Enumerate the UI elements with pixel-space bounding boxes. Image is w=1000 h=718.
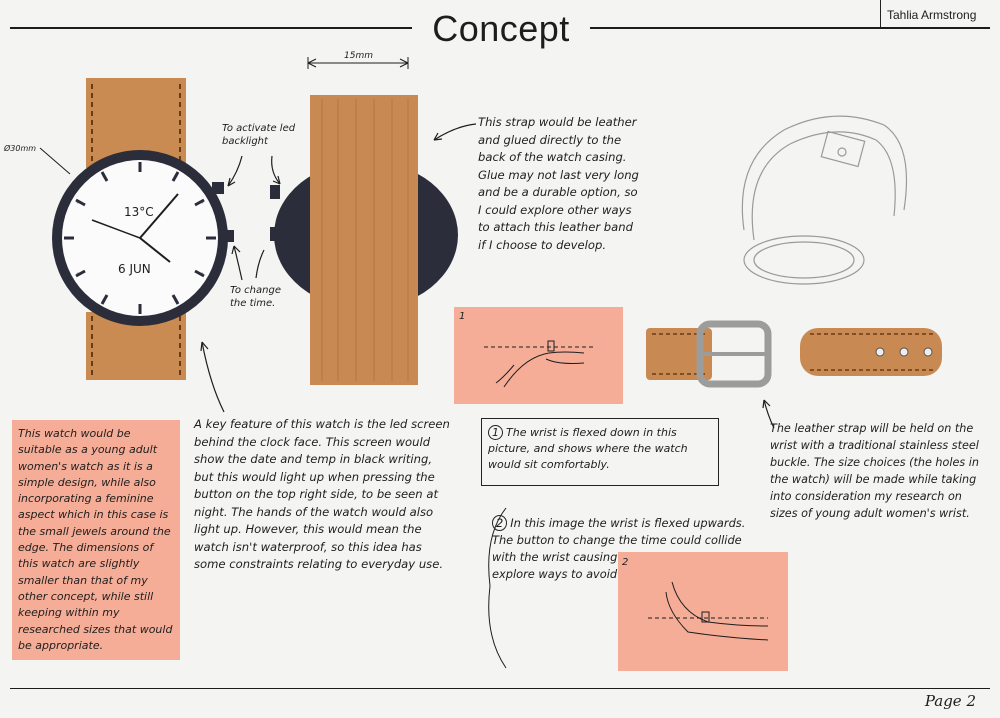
marker-one-note: 1 — [488, 425, 503, 440]
buckle-note: The leather strap will be held on the wr… — [770, 422, 979, 520]
wrist-down-sketch — [484, 340, 594, 388]
summary-note: This watch would be suitable as a young … — [18, 427, 173, 652]
watch-side-sketch — [270, 57, 458, 385]
feature-note: A key feature of this watch is the led s… — [194, 417, 450, 571]
strap-note: This strap would be leather and glued di… — [478, 115, 639, 252]
marker-two: 2 — [622, 557, 629, 568]
marker-two-note: 2 — [492, 515, 508, 531]
backlight-label: To activate led backlight — [222, 123, 296, 147]
summary-note-box — [12, 420, 180, 660]
wrist-up-bracket — [488, 507, 507, 669]
pencil-watch-sketch — [741, 115, 907, 285]
change-time-label: To change the time. — [230, 285, 281, 309]
wrist-up-sketch — [648, 581, 769, 641]
watch-date: 6 JUN — [118, 262, 151, 276]
strap-note-arrow — [433, 123, 477, 141]
page-number: Page 2 — [924, 692, 976, 710]
wrist-down-note-box — [481, 418, 719, 486]
strap-width-label: 15mm — [344, 51, 373, 61]
buckle-note-arrow — [762, 399, 775, 429]
header-rule-right — [590, 27, 990, 29]
header-rule-left — [10, 27, 412, 29]
marker-one: 1 — [459, 311, 466, 322]
wrist-down-note-text: The wrist is flexed down in this picture… — [488, 426, 688, 471]
footer-rule — [10, 688, 990, 689]
buckle-strap-sketch — [646, 320, 942, 388]
watch-front-sketch — [39, 78, 234, 380]
label-arrows — [227, 155, 281, 281]
feature-note-arrow — [200, 341, 225, 413]
author-name: Tahlia Armstrong — [887, 8, 977, 22]
page-title: Concept — [432, 8, 570, 49]
watch-temp: 13°C — [124, 205, 154, 219]
diameter-label: Ø30mm — [4, 144, 37, 153]
author-divider — [880, 0, 881, 27]
